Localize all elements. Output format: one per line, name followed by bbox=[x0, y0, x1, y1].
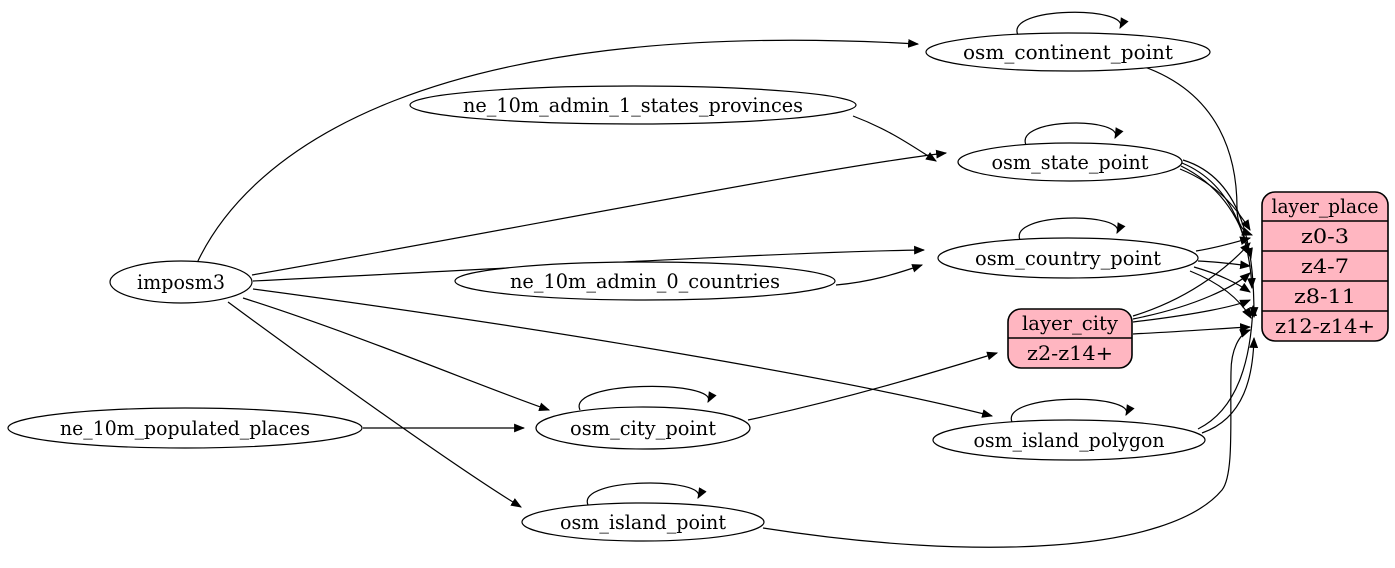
node-imposm3-label: imposm3 bbox=[137, 271, 225, 294]
node-imposm3: imposm3 bbox=[109, 260, 253, 304]
edge-osm_state_point-layer_place-z12-z14+ bbox=[1182, 159, 1259, 319]
selfloop-osm_island_polygon bbox=[1011, 398, 1135, 423]
node-ne_10m_admin_0_countries-shape bbox=[454, 261, 836, 301]
node-osm_country_point-label: osm_country_point bbox=[975, 247, 1161, 270]
edge-imposm3-osm_island_polygon bbox=[252, 288, 994, 418]
edge-osm_country_point-layer_place-z4-7 bbox=[1197, 260, 1252, 270]
layer_city-row-z2-z14: z2-z14+ bbox=[1027, 342, 1113, 365]
edge-imposm3-osm_city_point bbox=[242, 297, 551, 411]
node-osm_city_point-label: osm_city_point bbox=[570, 417, 716, 440]
edge-osm_state_point-layer_place-z8-11 bbox=[1181, 162, 1256, 290]
edge-imposm3-osm_country_point bbox=[252, 245, 926, 282]
node-osm_continent_point-shape bbox=[925, 32, 1211, 72]
node-layer_place-shape bbox=[1261, 191, 1389, 342]
edge-osm_country_point-layer_place-z0-3 bbox=[1195, 236, 1252, 252]
node-layer_city-title: layer_city bbox=[1022, 312, 1118, 335]
layer_place-row-z0-3: z0-3 bbox=[1301, 225, 1349, 248]
node-ne_10m_admin_0_countries: ne_10m_admin_0_countries bbox=[454, 261, 836, 301]
node-osm_island_polygon: osm_island_polygon bbox=[932, 419, 1206, 461]
layer_place-row-z4-7: z4-7 bbox=[1301, 255, 1349, 278]
node-osm_state_point: osm_state_point bbox=[957, 142, 1183, 182]
edge-osm_country_point-layer_place-z8-11 bbox=[1193, 266, 1251, 293]
node-osm_island_point-label: osm_island_point bbox=[560, 511, 726, 534]
edge-osm_island_polygon-layer_place-z12-z14+ bbox=[1201, 336, 1259, 434]
selfloop-osm_island_point bbox=[586, 482, 707, 506]
edge-layer_city-layer_place-z8-11 bbox=[1132, 299, 1252, 323]
node-osm_country_point-shape bbox=[937, 237, 1199, 279]
node-osm_city_point: osm_city_point bbox=[535, 406, 751, 450]
nodes: imposm3 ne_10m_admin_1_states_provinces … bbox=[7, 32, 1389, 542]
layer_place-row-z12-z14: z12-z14+ bbox=[1275, 315, 1375, 338]
node-osm_island_polygon-shape bbox=[932, 419, 1206, 461]
selfloop-osm_city_point bbox=[578, 385, 717, 411]
selfloop-osm_country_point bbox=[1018, 217, 1126, 241]
selfloop-osm_continent_point bbox=[1016, 11, 1129, 36]
node-ne_10m_populated_places-shape bbox=[7, 407, 363, 449]
edges bbox=[196, 11, 1259, 548]
edge-layer_city-layer_place-z12-z14+ bbox=[1132, 323, 1252, 335]
node-layer_place-title: layer_place bbox=[1272, 195, 1379, 218]
node-layer_city: layer_city z2-z14+ bbox=[1007, 308, 1133, 369]
edge-layer_city-layer_place-z4-7 bbox=[1132, 272, 1251, 320]
node-ne_10m_admin_1_states_provinces-shape bbox=[409, 85, 857, 125]
node-ne_10m_admin_1_states_provinces-label: ne_10m_admin_1_states_provinces bbox=[463, 94, 803, 117]
edge-imposm3-osm_continent_point bbox=[196, 39, 920, 264]
selfloop-osm_state_point bbox=[1024, 122, 1124, 146]
node-osm_island_polygon-label: osm_island_polygon bbox=[974, 429, 1165, 452]
node-ne_10m_populated_places-label: ne_10m_populated_places bbox=[60, 417, 310, 440]
edge-ne_10m_admin_1_states_provinces-osm_state_point bbox=[852, 115, 937, 162]
node-ne_10m_admin_0_countries-label: ne_10m_admin_0_countries bbox=[510, 270, 780, 293]
node-osm_state_point-shape bbox=[957, 142, 1183, 182]
node-osm_island_point-shape bbox=[521, 502, 765, 542]
node-osm_island_point: osm_island_point bbox=[521, 502, 765, 542]
edge-osm_country_point-layer_place-z12-z14+ bbox=[1189, 270, 1252, 319]
layer_place-row-z8-11: z8-11 bbox=[1294, 285, 1356, 308]
node-ne_10m_admin_1_states_provinces: ne_10m_admin_1_states_provinces bbox=[409, 85, 857, 125]
edge-ne_10m_admin_0_countries-osm_country_point bbox=[835, 264, 924, 286]
edge-imposm3-osm_state_point bbox=[251, 149, 948, 276]
node-osm_city_point-shape bbox=[535, 406, 751, 450]
edge-osm_island_point-layer_place-z12-z14+ bbox=[762, 329, 1252, 548]
node-layer_place: layer_place z0-3 z4-7 z8-11 z12-z14+ bbox=[1261, 191, 1389, 342]
edge-osm_island_polygon-layer_place-z8-11 bbox=[1197, 304, 1257, 430]
node-ne_10m_populated_places: ne_10m_populated_places bbox=[7, 407, 363, 449]
node-osm_continent_point-label: osm_continent_point bbox=[963, 41, 1173, 64]
node-osm_continent_point: osm_continent_point bbox=[925, 32, 1211, 72]
node-imposm3-shape bbox=[109, 260, 253, 304]
edge-osm_city_point-layer_city-z2-z14+ bbox=[747, 351, 999, 421]
node-osm_country_point: osm_country_point bbox=[937, 237, 1199, 279]
node-osm_state_point-label: osm_state_point bbox=[992, 151, 1149, 174]
edge-layer_city-layer_place-z0-3 bbox=[1132, 242, 1251, 317]
edge-imposm3-osm_island_point bbox=[227, 301, 522, 508]
